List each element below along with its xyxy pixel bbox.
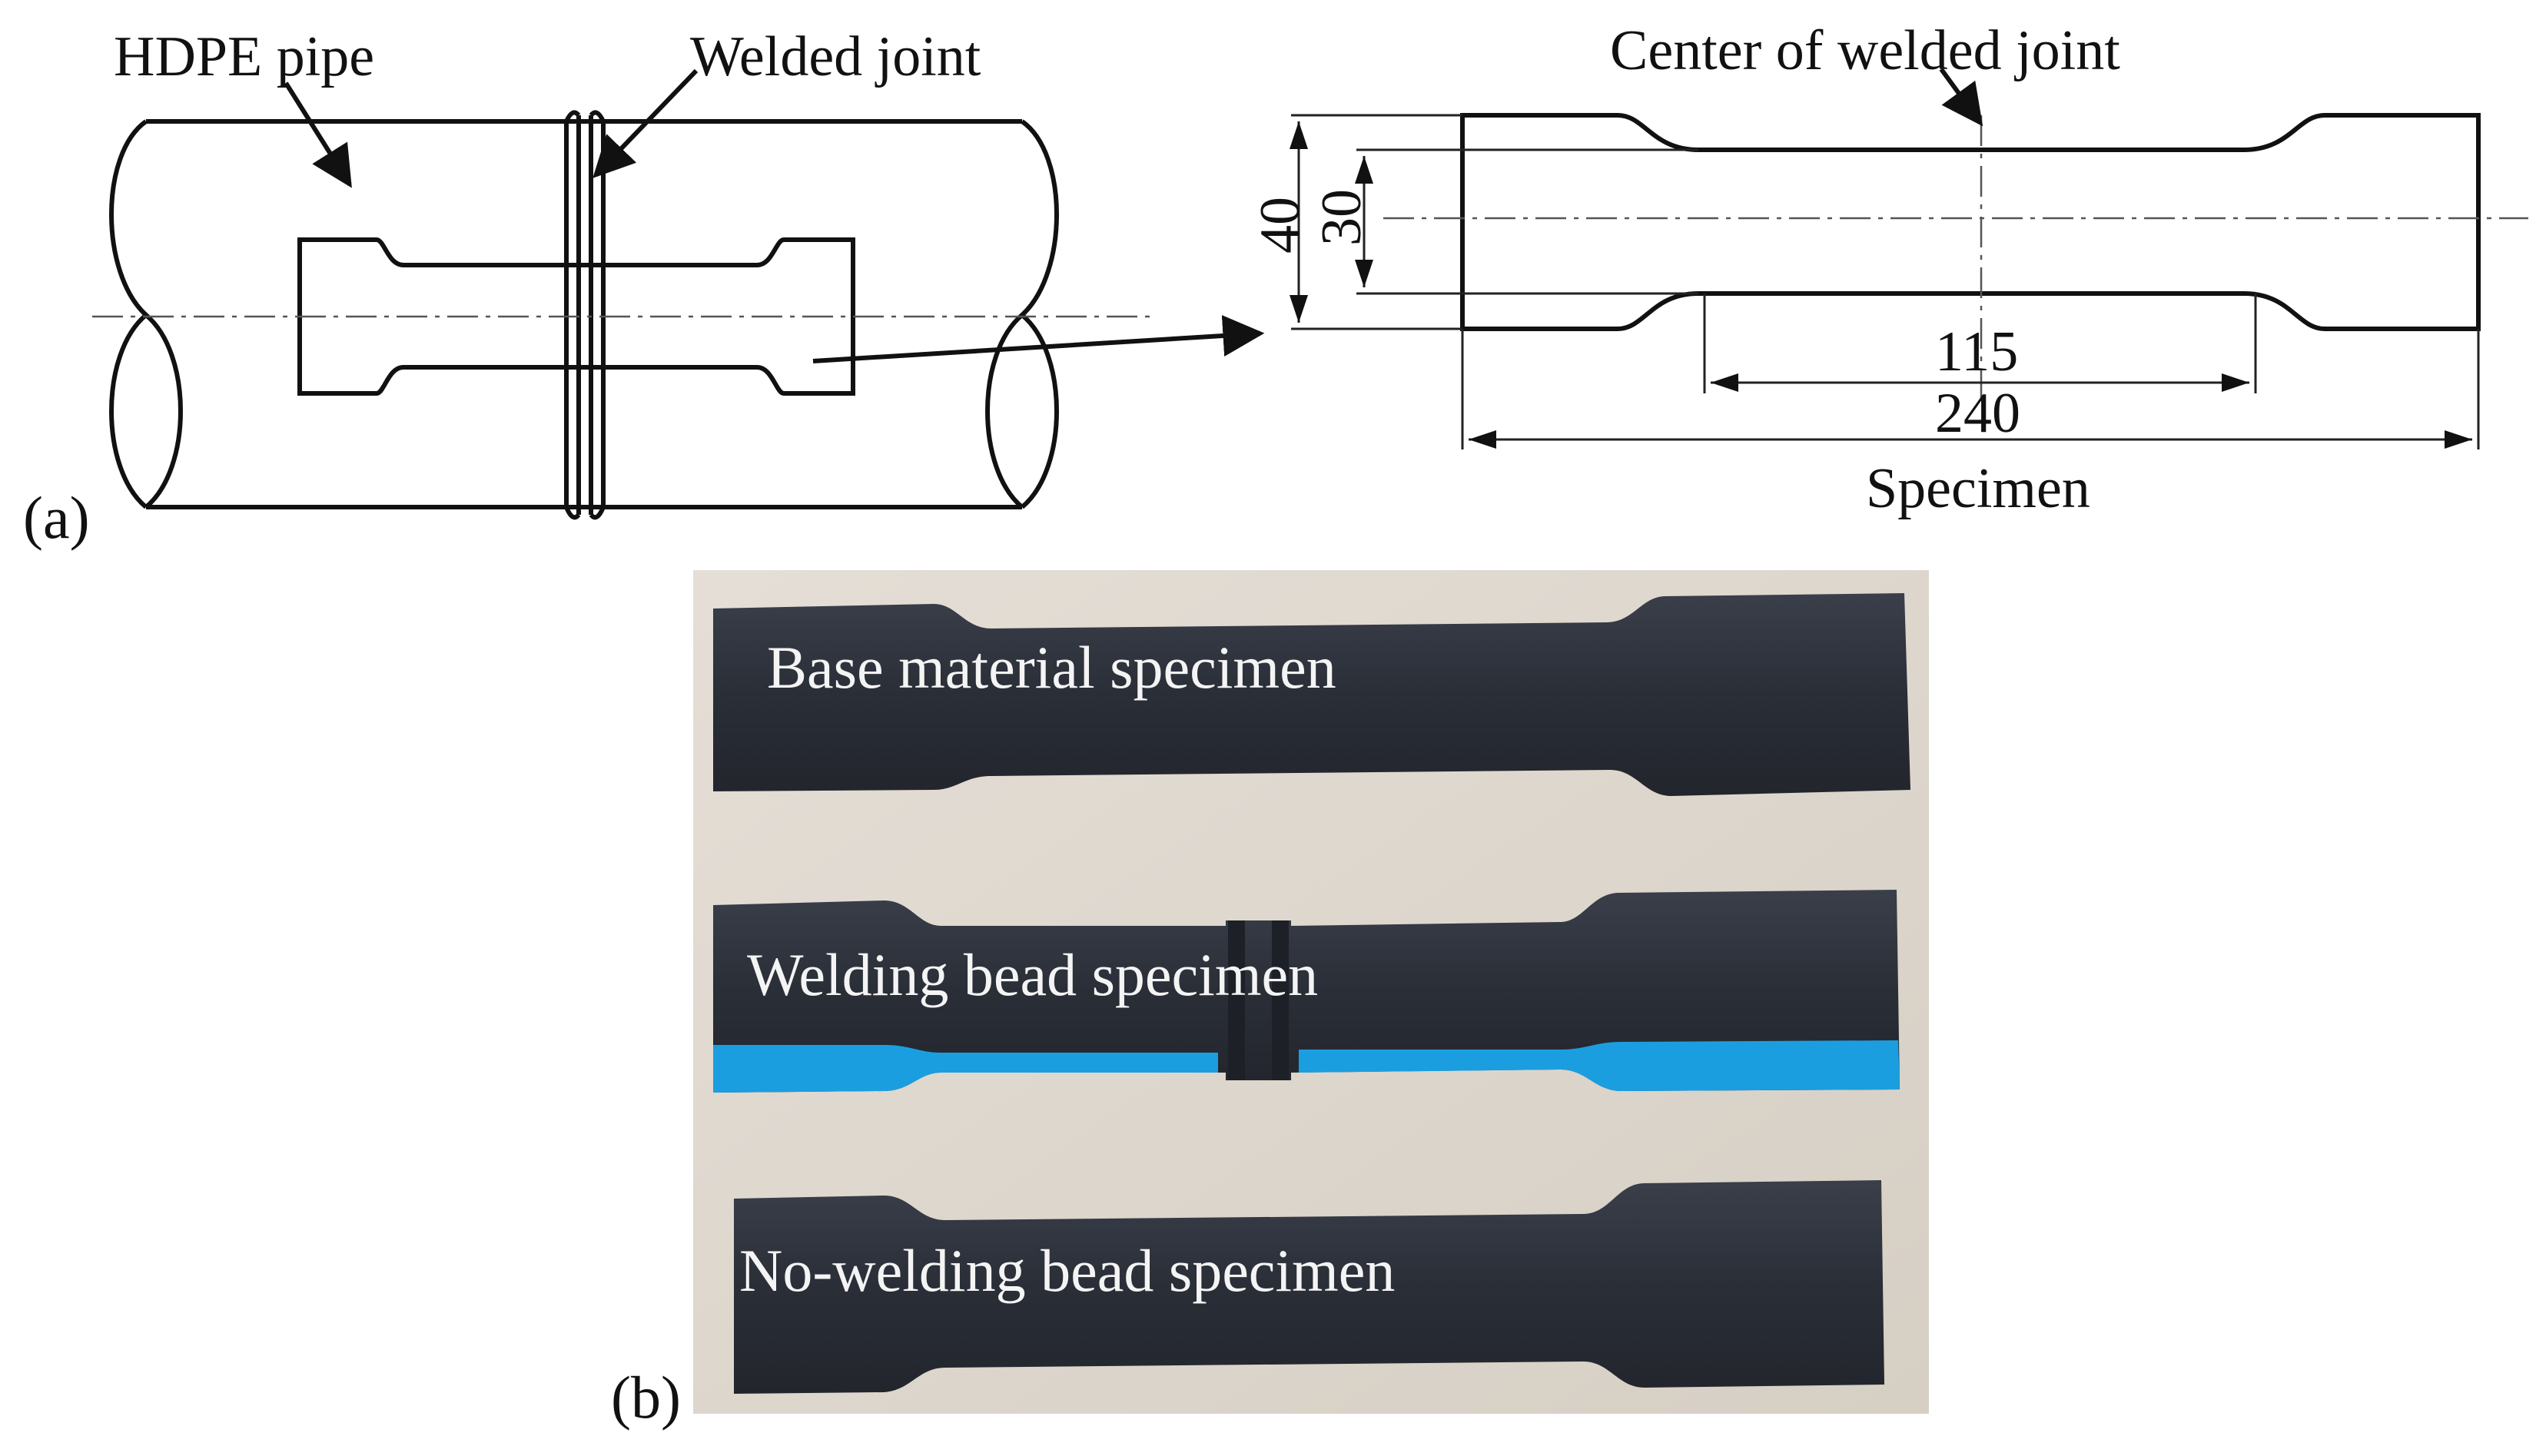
- dim-width-40: 40: [1249, 197, 1312, 254]
- specimen-photo: [693, 570, 1929, 1414]
- pipe-drawing: [92, 68, 1265, 520]
- welding-bead-specimen: [713, 890, 1900, 1093]
- blue-stripe-left: [713, 1045, 1218, 1093]
- blue-stripe-right: [1299, 1040, 1900, 1091]
- dim-total-240: 240: [1935, 382, 2020, 445]
- weld-bead-ring-right: [1272, 920, 1289, 1080]
- base-material-specimen: [713, 593, 1910, 796]
- dim-gauge-115: 115: [1935, 320, 2018, 383]
- panel-b-tag: (b): [611, 1364, 681, 1431]
- specimen-label: Specimen: [1866, 457, 2090, 520]
- weld-bead-ring-left: [1228, 920, 1245, 1080]
- pipe-label: HDPE pipe: [114, 25, 374, 88]
- specimen-label-welding: Welding bead specimen: [747, 941, 1318, 1008]
- specimen-drawing: [1290, 68, 2528, 449]
- joint-label: Welded joint: [690, 25, 981, 88]
- no-welding-bead-specimen: [734, 1180, 1884, 1394]
- specimen-label-no-welding: No-welding bead specimen: [739, 1237, 1395, 1304]
- panel-a-tag: (a): [23, 484, 90, 551]
- dim-width-30: 30: [1310, 189, 1373, 246]
- center-label: Center of welded joint: [1610, 19, 2120, 82]
- specimen-label-base: Base material specimen: [767, 634, 1336, 701]
